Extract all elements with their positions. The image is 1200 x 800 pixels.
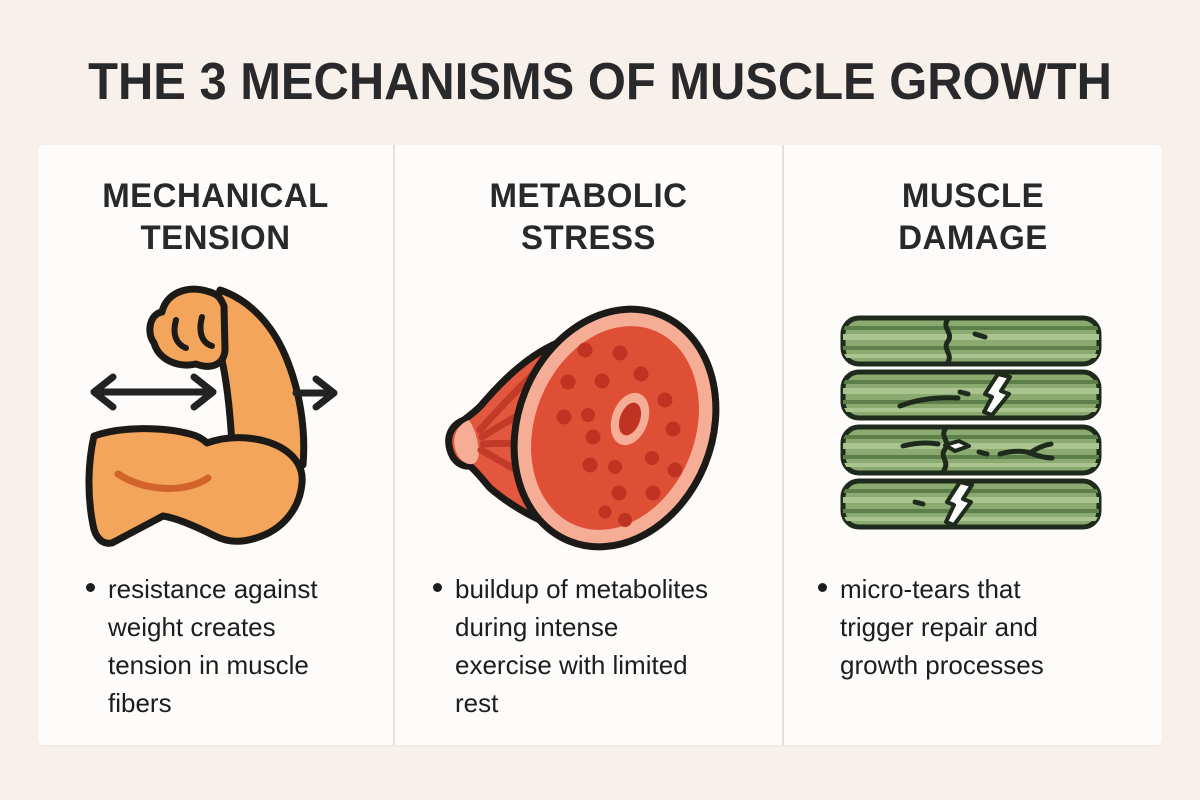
column-muscle-damage: MUSCLE DAMAGE [782,145,1162,745]
bullet-item: resistance against weight creates tensio… [86,570,318,722]
white-tear [982,372,1012,417]
flexed-bicep-icon [85,285,338,547]
bullet-text: micro-tears that trigger repair and grow… [840,570,1044,684]
right-arrow-icon [292,375,338,411]
column-heading-metabolic-stress: METABOLIC STRESS [401,175,776,259]
white-tear [943,439,971,453]
muscle-damage-illustration [820,300,1140,555]
metabolite-dots [556,342,683,527]
heading-line: MECHANICAL [102,177,329,215]
bullet-text-line: exercise with limited [455,650,688,680]
bullet-text-line: resistance against [108,574,318,604]
bullet-dot [86,583,95,592]
bullet-text-line: micro-tears that [840,574,1021,604]
metabolic-stress-illustration [420,290,750,565]
muscle-cross-section-icon [445,305,720,551]
bullet-text-line: during intense [455,612,619,642]
columns-panel: MECHANICAL TENSION [38,145,1162,745]
bullet-text-line: growth processes [840,650,1044,680]
column-mechanical-tension: MECHANICAL TENSION [38,145,393,745]
column-metabolic-stress: METABOLIC STRESS [393,145,782,745]
heading-line: STRESS [521,219,656,257]
torn-muscle-fibers-icon [840,315,1102,530]
heading-line: MUSCLE [901,177,1045,215]
mechanical-tension-illustration [60,280,380,565]
double-arrow-icon [90,373,217,411]
bullet-text-line: weight creates [108,612,276,642]
bullet-text-line: trigger repair and [840,612,1038,642]
bullet-text: resistance against weight creates tensio… [108,570,318,722]
column-heading-muscle-damage: MUSCLE DAMAGE [790,175,1157,259]
central-core [610,392,650,446]
bullet-text-line: buildup of metabolites [455,574,708,604]
heading-line: TENSION [140,219,291,257]
muscle-fiber [840,424,1102,476]
column-heading-mechanical-tension: MECHANICAL TENSION [43,175,387,259]
bullet-text: buildup of metabolites during intense ex… [455,570,708,722]
bullet-text-line: tension in muscle [108,650,309,680]
bullet-dot [433,583,442,592]
bullet-text-line: fibers [108,688,172,718]
page-title: THE 3 MECHANISMS OF MUSCLE GROWTH [88,53,1112,111]
bullet-item: micro-tears that trigger repair and grow… [818,570,1044,684]
bullet-item: buildup of metabolites during intense ex… [433,570,708,722]
heading-line: DAMAGE [898,219,1048,257]
muscle-fiber [840,369,1102,421]
muscle-fiber [840,478,1102,530]
muscle-fiber [840,315,1102,367]
bullet-dot [818,583,827,592]
white-tear [944,480,974,527]
heading-line: METABOLIC [489,177,688,215]
bullet-text-line: rest [455,688,499,718]
